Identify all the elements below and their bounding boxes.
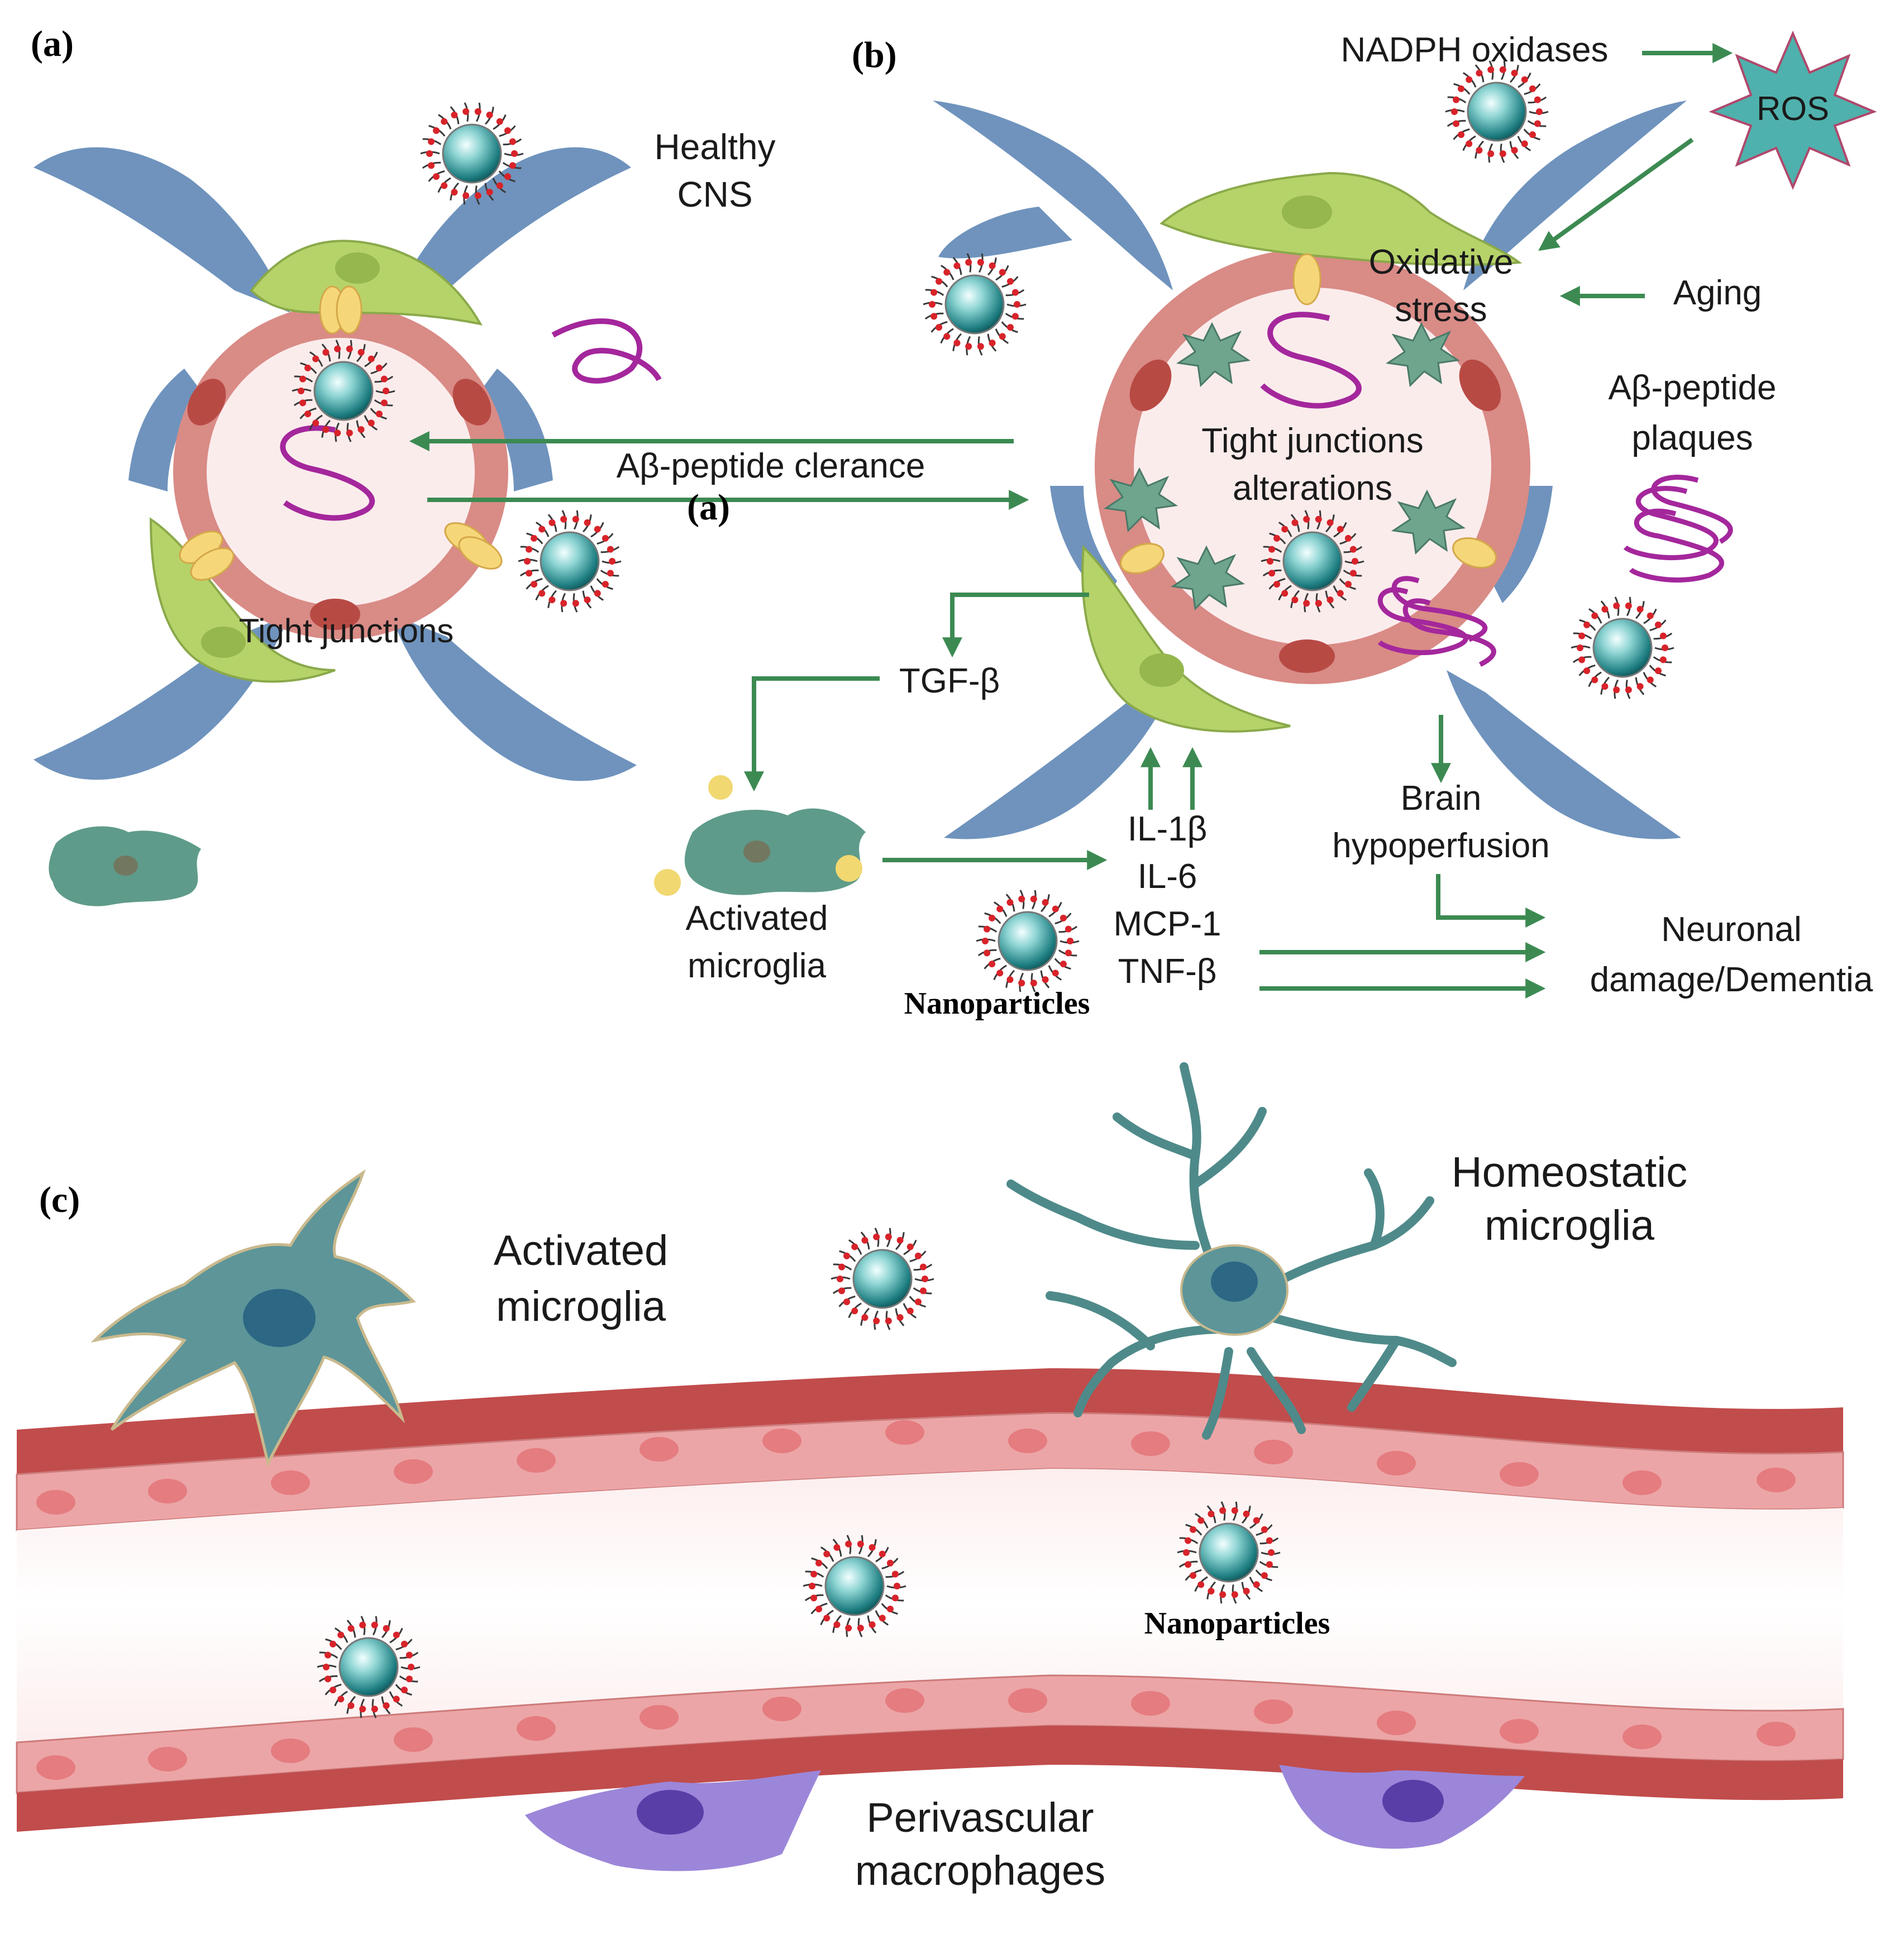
activated-microglia-c-line2: microglia	[496, 1283, 666, 1330]
homeostatic-microglia-nucleus	[1211, 1262, 1258, 1302]
healthy-cns-line1: Healthy	[655, 127, 776, 167]
endothelial-cells-top	[36, 1420, 1796, 1515]
activated-microglia-b	[654, 775, 866, 896]
vessel-lumen	[17, 1469, 1843, 1742]
vessel-ring-a	[173, 304, 508, 639]
activated-microglia-b-line2: microglia	[688, 947, 827, 985]
tight-junctions-label: Tight junctions	[239, 612, 454, 649]
nanoparticle	[1261, 510, 1364, 613]
ros-label: ROS	[1757, 90, 1829, 127]
perivascular-line1: Perivascular	[866, 1794, 1094, 1841]
panel-b-label: (b)	[852, 35, 897, 75]
cytokine-3: TNF-β	[1118, 952, 1217, 991]
nanoparticles-layer	[292, 60, 1674, 1718]
amyloid-plaque	[1623, 475, 1733, 583]
labels: (a) (b) (a) (c) Healthy CNS Tight juncti…	[31, 23, 1873, 1894]
nadph-label: NADPH oxidases	[1341, 31, 1609, 69]
astrocyte-b	[933, 101, 1687, 839]
panel-a-label: (a)	[31, 23, 74, 64]
neuronal-damage-line2: damage/Dementia	[1590, 961, 1873, 999]
nanoparticle	[292, 340, 395, 442]
homeostatic-microglia-c	[1006, 1062, 1457, 1440]
nanoparticles-label-b: Nanoparticles	[904, 986, 1090, 1021]
amyloid-fibril	[551, 318, 662, 384]
plaques-line2: plaques	[1631, 419, 1753, 457]
homeostatic-microglia-line2: microglia	[1485, 1202, 1655, 1249]
plaques-line1: Aβ-peptide	[1608, 369, 1776, 407]
vessel-wall-top-outer	[17, 1368, 1843, 1474]
hypoperfusion-to-damage-arrow	[1436, 874, 1546, 928]
cytokine-2: MCP-1	[1114, 905, 1221, 943]
nanoparticle	[831, 1228, 934, 1330]
tj-alterations-line1: Tight junctions	[1201, 422, 1423, 460]
amyloid-plaque-vessel	[1377, 576, 1496, 667]
homeostatic-microglia-line1: Homeostatic	[1452, 1149, 1687, 1196]
nanoparticle	[1177, 1501, 1281, 1604]
neuronal-damage-line1: Neuronal	[1661, 910, 1802, 949]
tgf-arrow-down	[942, 593, 1089, 658]
clearance-label: Aβ-peptide clerance	[617, 447, 925, 485]
amyloid-fibril	[1260, 312, 1362, 409]
nanoparticle	[317, 1616, 421, 1718]
cytokine-0: IL-1β	[1128, 810, 1208, 848]
tight-junctions-b	[1120, 253, 1497, 574]
nanoparticle	[518, 510, 622, 613]
nanoparticle	[976, 890, 1080, 992]
perivascular-macrophage-right	[1279, 1765, 1525, 1849]
cytokine-1: IL-6	[1138, 857, 1197, 896]
tight-junctions-a	[179, 285, 503, 581]
activated-microglia-c-line1: Activated	[494, 1227, 669, 1274]
nanoparticle	[420, 102, 524, 205]
hypoperfusion-line1: Brain	[1401, 779, 1482, 818]
panel-c	[16, 1062, 1844, 1871]
nanoparticle	[803, 1535, 906, 1637]
nanoparticles-label-c: Nanoparticles	[1144, 1606, 1330, 1641]
endothelial-cells-bottom	[36, 1688, 1796, 1780]
vessel-wall-bottom-outer	[17, 1726, 1843, 1832]
oxidative-line1: Oxidative	[1369, 243, 1513, 281]
arrows	[409, 43, 1733, 999]
activated-microglia-c	[90, 1169, 416, 1468]
amyloid-fibril	[280, 425, 375, 521]
activated-microglia-b-line1: Activated	[685, 899, 828, 938]
panel-b	[654, 30, 1877, 896]
nanoparticle	[1445, 60, 1549, 163]
pericyte-nucleus	[201, 627, 246, 658]
tj-alterations-line2: alterations	[1233, 469, 1392, 508]
tgf-label: TGF-β	[899, 662, 1000, 700]
panel-a-midlabel: (a)	[687, 487, 730, 528]
pericyte-nucleus	[1139, 653, 1184, 687]
pericytes-b	[1081, 171, 1523, 733]
aging-label: Aging	[1673, 274, 1762, 312]
nanoparticle	[923, 253, 1027, 356]
hypoperfusion-line2: hypoperfusion	[1332, 827, 1550, 865]
ros-arrow	[1538, 137, 1694, 251]
microglia-resting-a	[49, 826, 201, 906]
panel-a	[34, 147, 662, 906]
pericyte-nucleus	[1282, 195, 1332, 229]
ros-stars-inner	[1103, 322, 1466, 611]
oxidative-line2: stress	[1395, 290, 1487, 329]
perivascular-macrophage-left	[525, 1770, 821, 1871]
nanoparticle	[1571, 596, 1674, 699]
perivascular-line2: macrophages	[855, 1847, 1105, 1894]
healthy-cns-line2: CNS	[677, 174, 752, 214]
panel-c-label: (c)	[39, 1179, 80, 1220]
pericyte-nucleus	[335, 252, 380, 284]
ros-burst	[1709, 30, 1877, 190]
tgf-to-microglia-arrow	[744, 676, 880, 792]
